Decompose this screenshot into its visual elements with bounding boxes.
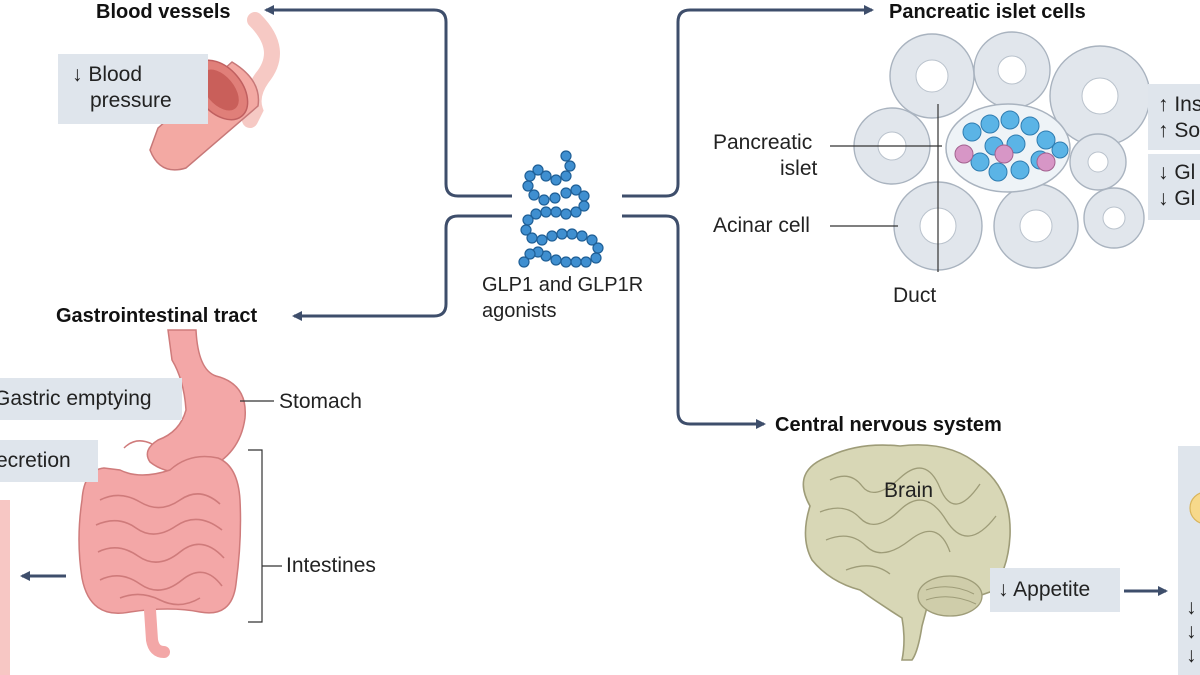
glp1-label-line1: GLP1 and GLP1R — [482, 274, 644, 296]
stomach-label: Stomach — [279, 390, 362, 413]
acinar-cell-label: Acinar cell — [713, 214, 810, 237]
cns-effect-2: ↓ — [1186, 620, 1197, 643]
effect-down-2: ↓ Gl — [1158, 187, 1196, 210]
blood-pressure-line1: ↓ Blood — [72, 63, 143, 86]
appetite-label: ↓ Appetite — [998, 578, 1091, 601]
appetite-box: ↓ Appetite — [990, 568, 1120, 612]
arrow-to-cns — [622, 214, 766, 429]
duct-label: Duct — [893, 284, 937, 307]
gastric-emptying-box: Gastric emptying — [0, 378, 182, 420]
cns-heading: Central nervous system — [775, 414, 1002, 436]
pancreas-effects-up-box: ↑ Ins ↑ So — [1148, 84, 1200, 150]
pancreatic-islet-label-line1: Pancreatic — [713, 131, 813, 154]
gi-tract-heading: Gastrointestinal tract — [56, 305, 258, 327]
pancreas-effects-down-box: ↓ Gl ↓ Gl — [1148, 154, 1200, 220]
blood-pressure-box: ↓ Blood pressure — [58, 54, 208, 124]
cns-effect-3: ↓ — [1186, 644, 1197, 667]
effect-up-1: ↑ Ins — [1158, 93, 1200, 116]
arrow-to-gi-tract — [292, 214, 512, 321]
brain-label: Brain — [884, 479, 934, 502]
effect-up-2: ↑ So — [1158, 119, 1200, 142]
pancreatic-islet-label-line2: islet — [780, 157, 818, 180]
effect-down-1: ↓ Gl — [1158, 161, 1196, 184]
secretion-box: ecretion — [0, 440, 98, 482]
cns-effect-1: ↓ — [1186, 596, 1197, 619]
arrow-to-blood-vessels — [264, 5, 512, 198]
blood-pressure-line2: pressure — [90, 89, 172, 112]
intestines-label: Intestines — [286, 554, 376, 577]
gastric-emptying-label: Gastric emptying — [0, 387, 152, 410]
blood-vessels-heading: Blood vessels — [96, 1, 231, 23]
secretion-label: ecretion — [0, 449, 71, 472]
glp1-label-line2: agonists — [482, 300, 557, 322]
pancreatic-islet-cells-heading: Pancreatic islet cells — [889, 1, 1086, 23]
arrow-to-pancreas — [622, 5, 874, 198]
